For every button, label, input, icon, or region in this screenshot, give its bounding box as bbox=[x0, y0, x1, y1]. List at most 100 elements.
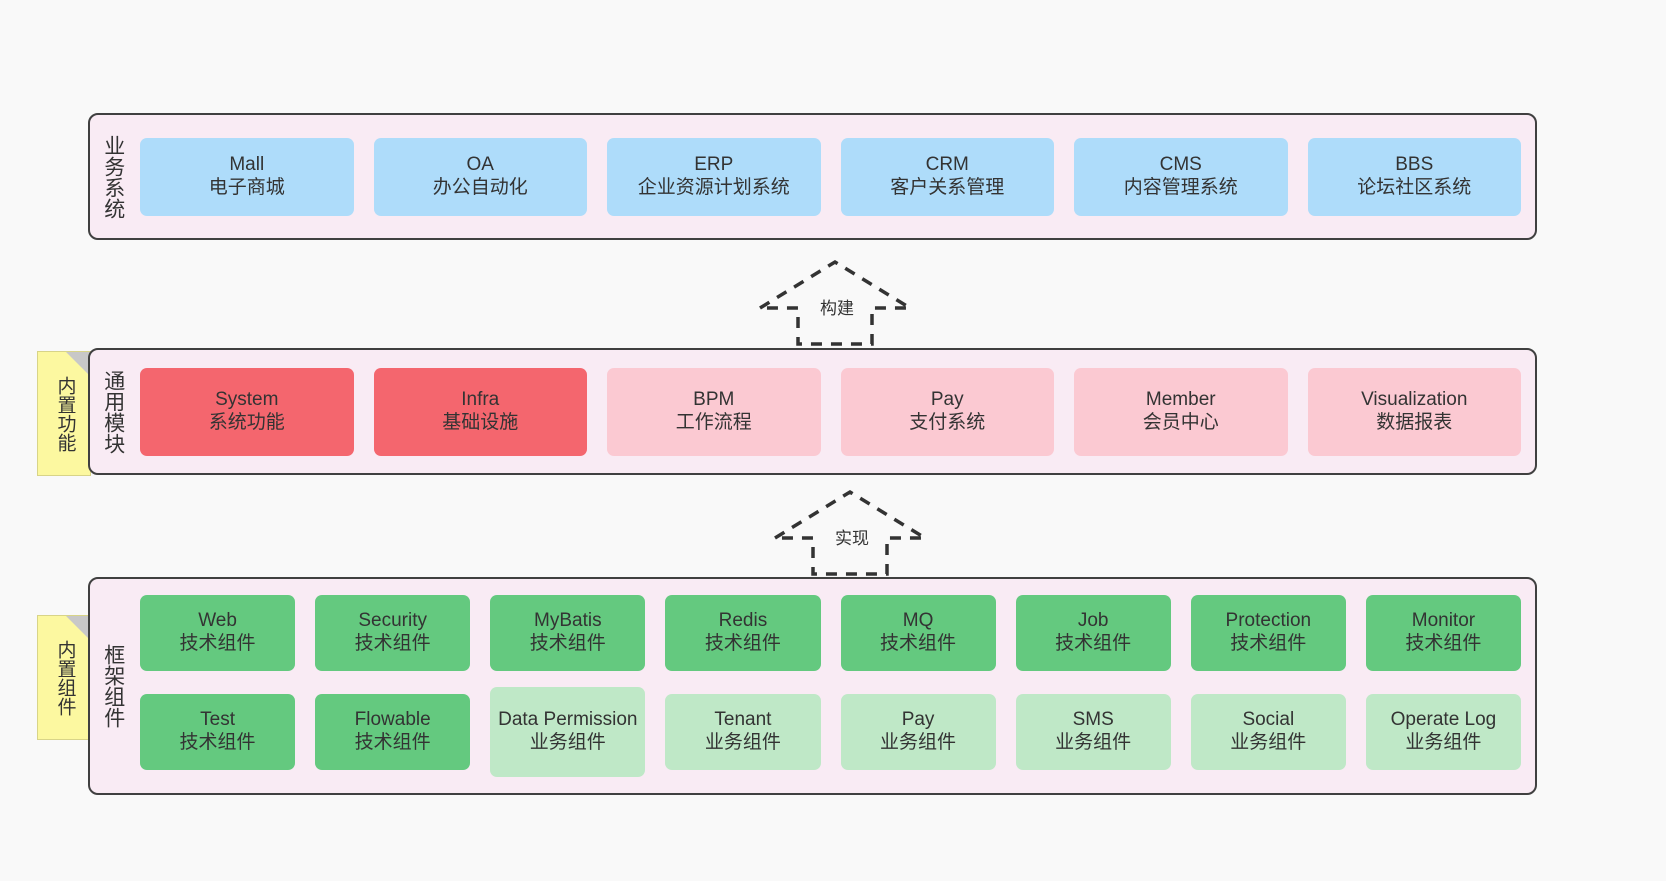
card-cms-cn: 内容管理系统 bbox=[1123, 176, 1238, 198]
card-infra-en: Infra bbox=[461, 388, 500, 410]
card-infra[interactable]: Infra 基础设施 bbox=[373, 367, 587, 456]
card-tenant-en: Tenant bbox=[714, 709, 772, 731]
card-bpm-cn: 工作流程 bbox=[675, 411, 752, 433]
card-job-cn: 技术组件 bbox=[1055, 633, 1132, 654]
card-test-cn: 技术组件 bbox=[179, 732, 256, 753]
card-mybatis-cn: 技术组件 bbox=[529, 633, 606, 654]
card-oa-cn: 办公自动化 bbox=[432, 176, 528, 198]
card-flowable-en: Flowable bbox=[354, 709, 431, 731]
card-mq-cn: 技术组件 bbox=[880, 633, 957, 654]
arrow-build-label: 构建 bbox=[818, 294, 856, 319]
card-web-en: Web bbox=[198, 610, 237, 632]
card-erp-cn: 企业资源计划系统 bbox=[637, 176, 790, 198]
card-cms-en: CMS bbox=[1159, 153, 1202, 175]
card-sms-en: SMS bbox=[1072, 709, 1114, 731]
card-social[interactable]: Social 业务组件 bbox=[1190, 694, 1346, 770]
card-mq-en: MQ bbox=[902, 610, 934, 632]
card-redis-en: Redis bbox=[718, 610, 768, 632]
card-security[interactable]: Security 技术组件 bbox=[315, 595, 471, 671]
layer-body-modules: System 系统功能 Infra 基础设施 BPM 工作流程 Pay 支付系统… bbox=[136, 350, 1535, 473]
card-visualization-en: Visualization bbox=[1361, 388, 1468, 410]
card-system-cn: 系统功能 bbox=[208, 411, 285, 433]
card-job-en: Job bbox=[1077, 610, 1109, 632]
card-mall-cn: 电子商城 bbox=[208, 176, 285, 198]
card-erp-en: ERP bbox=[694, 153, 734, 175]
framework-row-top: Web 技术组件 Security 技术组件 MyBatis 技术组件 Redi… bbox=[140, 595, 1521, 671]
card-mall[interactable]: Mall 电子商城 bbox=[140, 137, 354, 216]
layer-common-modules: 通用模块 System 系统功能 Infra 基础设施 BPM 工作流程 Pay… bbox=[88, 348, 1537, 475]
card-bpm-en: BPM bbox=[693, 388, 735, 410]
card-crm[interactable]: CRM 客户关系管理 bbox=[840, 137, 1054, 216]
layer-body-business: Mall 电子商城 OA 办公自动化 ERP 企业资源计划系统 CRM 客户关系… bbox=[136, 115, 1535, 238]
card-test[interactable]: Test 技术组件 bbox=[140, 694, 296, 770]
card-sms-cn: 业务组件 bbox=[1055, 732, 1132, 753]
card-monitor[interactable]: Monitor 技术组件 bbox=[1365, 595, 1521, 671]
card-web-cn: 技术组件 bbox=[179, 633, 256, 654]
card-crm-en: CRM bbox=[925, 153, 969, 175]
card-protection-cn: 技术组件 bbox=[1230, 633, 1307, 654]
card-operate-log-cn: 业务组件 bbox=[1405, 732, 1482, 753]
card-protection-en: Protection bbox=[1225, 610, 1312, 632]
card-visualization[interactable]: Visualization 数据报表 bbox=[1307, 367, 1521, 456]
card-member-cn: 会员中心 bbox=[1142, 411, 1219, 433]
card-web[interactable]: Web 技术组件 bbox=[140, 595, 296, 671]
card-flowable[interactable]: Flowable 技术组件 bbox=[315, 694, 471, 770]
card-flowable-cn: 技术组件 bbox=[354, 732, 431, 753]
card-bpm[interactable]: BPM 工作流程 bbox=[607, 367, 821, 456]
layer-business-systems: 业务系统 Mall 电子商城 OA 办公自动化 ERP 企业资源计划系统 CRM… bbox=[88, 113, 1537, 240]
card-protection[interactable]: Protection 技术组件 bbox=[1190, 595, 1346, 671]
card-sms[interactable]: SMS 业务组件 bbox=[1015, 694, 1171, 770]
card-bbs-cn: 论坛社区系统 bbox=[1357, 176, 1472, 198]
arrow-build: 构建 bbox=[750, 258, 920, 348]
card-social-cn: 业务组件 bbox=[1230, 732, 1307, 753]
card-tenant-cn: 业务组件 bbox=[704, 732, 781, 753]
card-mall-en: Mall bbox=[229, 153, 265, 175]
card-operate-log[interactable]: Operate Log 业务组件 bbox=[1365, 694, 1521, 770]
card-pay-component[interactable]: Pay 业务组件 bbox=[840, 694, 996, 770]
card-tenant[interactable]: Tenant 业务组件 bbox=[665, 694, 821, 770]
sticky-note-builtin-component-label: 内置组件 bbox=[54, 639, 76, 716]
arrow-implement: 实现 bbox=[765, 488, 935, 578]
sticky-note-builtin-function: 内置功能 bbox=[37, 351, 91, 476]
card-visualization-cn: 数据报表 bbox=[1376, 411, 1453, 433]
card-erp[interactable]: ERP 企业资源计划系统 bbox=[607, 137, 821, 216]
card-redis[interactable]: Redis 技术组件 bbox=[665, 595, 821, 671]
layer-title-modules: 通用模块 bbox=[101, 369, 125, 454]
card-operate-log-en: Operate Log bbox=[1390, 709, 1497, 731]
card-monitor-en: Monitor bbox=[1411, 610, 1476, 632]
arrow-implement-icon bbox=[768, 489, 932, 576]
card-data-permission-cn: 业务组件 bbox=[529, 732, 606, 753]
card-mq[interactable]: MQ 技术组件 bbox=[840, 595, 996, 671]
card-infra-cn: 基础设施 bbox=[442, 411, 519, 433]
card-job[interactable]: Job 技术组件 bbox=[1015, 595, 1171, 671]
card-member[interactable]: Member 会员中心 bbox=[1074, 367, 1288, 456]
sticky-note-builtin-function-label: 内置功能 bbox=[54, 375, 76, 452]
card-crm-cn: 客户关系管理 bbox=[890, 176, 1005, 198]
arrow-build-icon bbox=[753, 259, 917, 346]
card-cms[interactable]: CMS 内容管理系统 bbox=[1074, 137, 1288, 216]
framework-row-bottom: Test 技术组件 Flowable 技术组件 Data Permission … bbox=[140, 687, 1521, 777]
modules-card-row: System 系统功能 Infra 基础设施 BPM 工作流程 Pay 支付系统… bbox=[140, 367, 1521, 456]
card-pay-component-cn: 业务组件 bbox=[880, 732, 957, 753]
arrow-implement-label: 实现 bbox=[833, 524, 871, 549]
business-card-row: Mall 电子商城 OA 办公自动化 ERP 企业资源计划系统 CRM 客户关系… bbox=[140, 137, 1521, 216]
layer-framework-components: 框架组件 Web 技术组件 Security 技术组件 MyBatis 技术组件 bbox=[88, 577, 1537, 795]
card-redis-cn: 技术组件 bbox=[704, 633, 781, 654]
card-bbs-en: BBS bbox=[1395, 153, 1434, 175]
card-pay-module[interactable]: Pay 支付系统 bbox=[840, 367, 1054, 456]
card-system[interactable]: System 系统功能 bbox=[140, 367, 354, 456]
card-oa-en: OA bbox=[466, 153, 494, 175]
card-data-permission-en: Data Permission bbox=[498, 709, 638, 731]
card-mybatis[interactable]: MyBatis 技术组件 bbox=[490, 595, 646, 671]
layer-title-framework: 框架组件 bbox=[101, 644, 125, 728]
card-bbs[interactable]: BBS 论坛社区系统 bbox=[1307, 137, 1521, 216]
layer-body-framework: Web 技术组件 Security 技术组件 MyBatis 技术组件 Redi… bbox=[136, 579, 1535, 793]
card-pay-module-cn: 支付系统 bbox=[909, 411, 986, 433]
card-social-en: Social bbox=[1242, 709, 1295, 731]
sticky-note-builtin-component: 内置组件 bbox=[37, 615, 91, 740]
card-data-permission[interactable]: Data Permission 业务组件 bbox=[490, 687, 646, 777]
card-pay-component-en: Pay bbox=[901, 709, 935, 731]
card-oa[interactable]: OA 办公自动化 bbox=[373, 137, 587, 216]
card-security-en: Security bbox=[358, 610, 427, 632]
